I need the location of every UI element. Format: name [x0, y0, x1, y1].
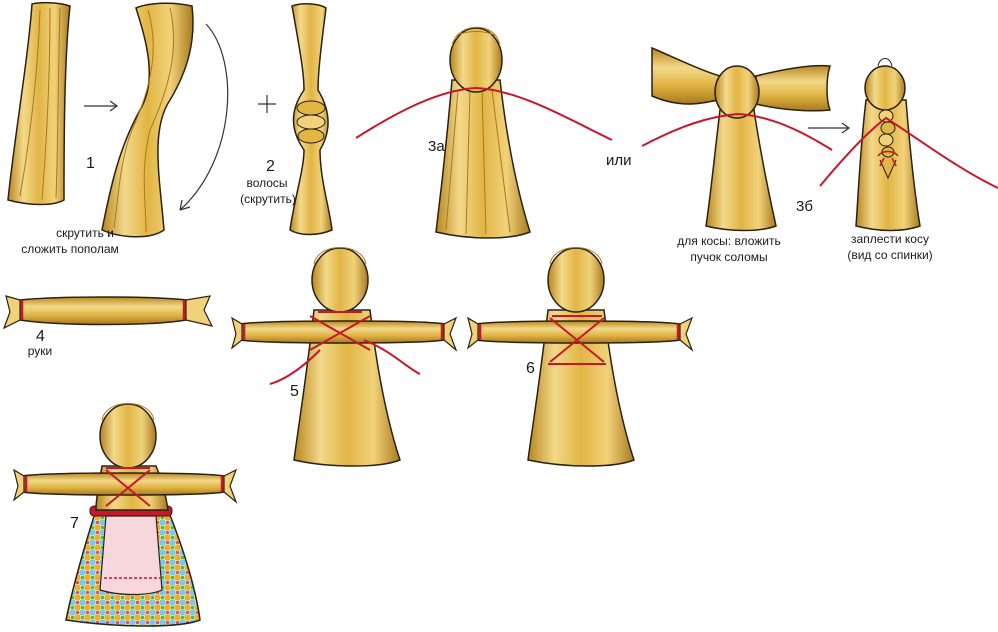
step2-caption-line1: волосы [246, 176, 288, 190]
step1-caption-line1: скрутить и [56, 226, 114, 240]
curved-arrow-icon [179, 23, 229, 211]
step1-caption-line2: сложить пополам [21, 242, 119, 256]
step3-tuft-caption-line1: для косы: вложить [677, 234, 781, 248]
step4-caption: руки [27, 344, 53, 358]
step3-braid-tuft-doll [641, 46, 833, 232]
step3b-caption-line1: заплести косу [851, 232, 929, 246]
step6-number: 6 [526, 360, 535, 377]
or-label: или [606, 152, 632, 169]
step3-tuft-caption-line2: пучок соломы [690, 250, 768, 264]
step2-hair-twist [289, 3, 333, 236]
step1-straight-bundle [7, 1, 71, 206]
step2-number: 2 [266, 158, 275, 175]
step4-number: 4 [36, 328, 45, 345]
step7-dressed-doll [12, 403, 238, 627]
step1-twisted-bundle [101, 2, 194, 238]
step5-number: 5 [290, 383, 299, 400]
step3b-braided-doll-back [819, 58, 998, 232]
step7-number: 7 [70, 515, 79, 532]
step3b-caption-line2: (вид со спинки) [847, 248, 933, 262]
step3b-number: 3б [796, 198, 813, 215]
step3a-doll-head [355, 26, 613, 239]
step5-doll-with-arms [230, 247, 458, 467]
step2-caption-line2: (скрутить) [240, 192, 296, 206]
step3a-number: 3а [428, 138, 445, 155]
arrow-right-icon [84, 100, 119, 112]
arrow-right-icon [808, 122, 851, 134]
step6-doll-cross-tied [466, 247, 694, 467]
step1-number: 1 [86, 155, 95, 172]
plus-icon [258, 95, 276, 113]
step4-arms-bundle [2, 295, 214, 330]
